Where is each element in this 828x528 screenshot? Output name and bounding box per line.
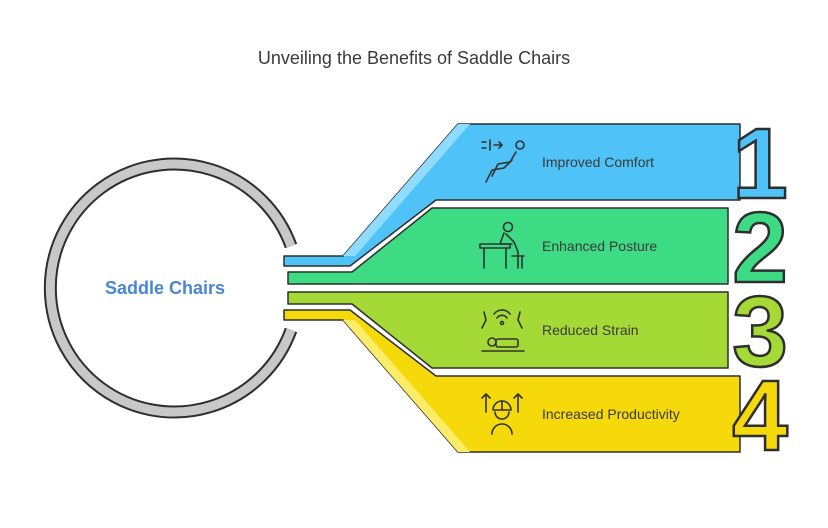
benefit-label-2: Enhanced Posture: [542, 238, 657, 254]
benefit-band-1: [283, 123, 741, 267]
hub-ring-inner: [45, 159, 296, 417]
band-3-shape: [287, 291, 729, 369]
number-4: 4: [732, 360, 788, 472]
benefit-band-4: [283, 309, 741, 453]
number-1: 1: [732, 108, 788, 220]
band-4-highlight: [343, 320, 470, 452]
benefit-band-3: [287, 291, 729, 369]
worker-growth-icon: [481, 393, 523, 435]
person-at-desk-icon: [479, 221, 525, 269]
hub: Saddle Chairs: [43, 157, 298, 419]
benefit-label-1: Improved Comfort: [542, 154, 654, 170]
benefit-label-3: Reduced Strain: [542, 322, 639, 338]
band-4-shape: [283, 309, 741, 453]
hub-label: Saddle Chairs: [105, 278, 225, 298]
benefit-label-4: Increased Productivity: [542, 406, 680, 422]
band-2-shape: [287, 207, 729, 285]
band-1-highlight: [343, 124, 470, 256]
relaxed-person-icon: [481, 309, 525, 352]
number-2: 2: [732, 192, 788, 304]
number-3: 3: [732, 276, 788, 388]
benefit-band-2: [287, 207, 729, 285]
diagram-title: Unveiling the Benefits of Saddle Chairs: [257, 48, 571, 68]
reclining-person-icon: [481, 139, 525, 183]
